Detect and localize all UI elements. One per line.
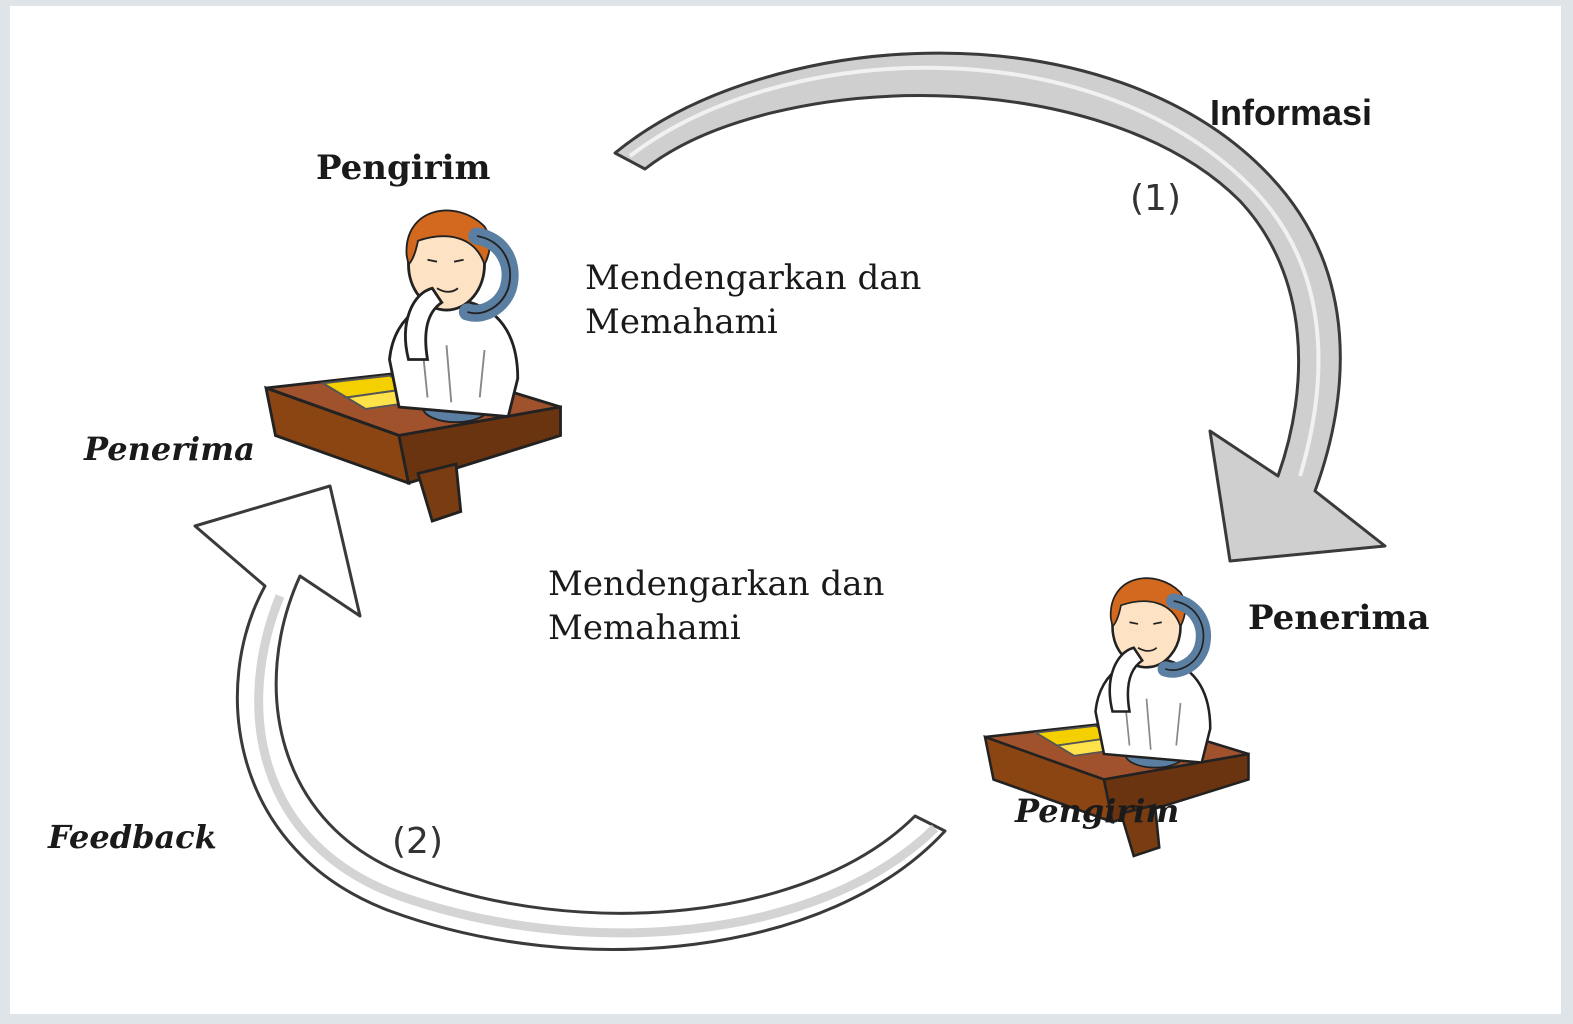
person-at-desk-left (266, 210, 561, 521)
label-step-2: (2) (392, 821, 443, 862)
communication-cycle-diagram (193, 51, 1387, 951)
listen-understand-middle: Mendengarkan dan Memahami (548, 562, 884, 650)
listen-understand-top: Mendengarkan dan Memahami (585, 256, 921, 344)
diagram-canvas: Informasi (1) Pengirim Mendengarkan dan … (10, 6, 1561, 1014)
feedback-arrow (193, 484, 947, 951)
label-pengirim-top: Pengirim (316, 148, 491, 188)
label-step-1: (1) (1130, 178, 1181, 219)
listen-mid-line1: Mendengarkan dan (548, 564, 885, 604)
label-pengirim-bottom: Pengirim (1015, 792, 1180, 830)
label-feedback: Feedback (48, 818, 217, 856)
listen-mid-line2: Memahami (548, 608, 741, 648)
label-informasi: Informasi (1210, 92, 1373, 133)
listen-top-line1: Mendengarkan dan (585, 258, 922, 298)
information-arrow (613, 51, 1387, 563)
label-penerima-right: Penerima (1248, 598, 1430, 638)
listen-top-line2: Memahami (585, 302, 778, 342)
label-penerima-left: Penerima (84, 430, 255, 468)
